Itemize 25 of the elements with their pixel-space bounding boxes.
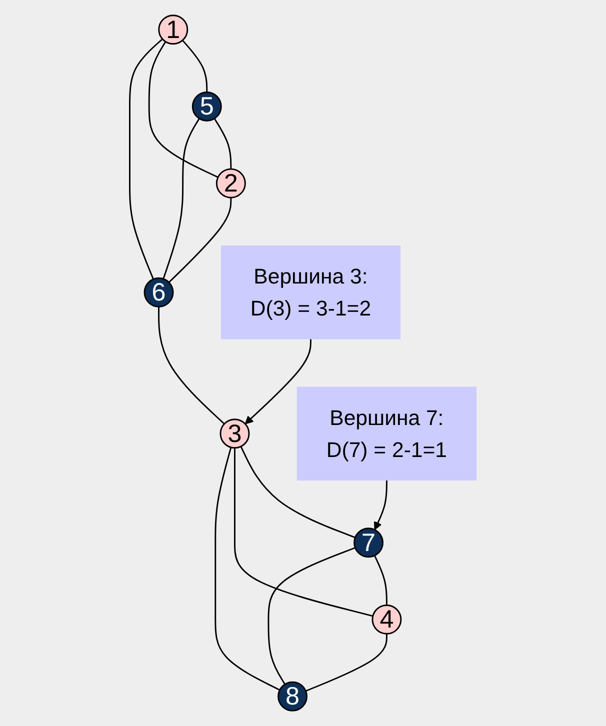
node-box: Вершина 7: D(7) = 2-1=1 [296, 386, 477, 481]
connector [214, 118, 232, 170]
connector [214, 447, 280, 691]
arrow [374, 480, 388, 530]
node-circle: 4 [372, 604, 402, 634]
connector [129, 38, 164, 280]
arrow [244, 338, 312, 424]
node-circle: 3 [220, 418, 250, 449]
node-circle: 6 [144, 277, 174, 308]
node-circle: 1 [158, 14, 188, 45]
node-circle: 7 [354, 528, 384, 558]
connector [306, 634, 388, 692]
node-circle: 2 [216, 168, 246, 198]
connector [162, 118, 200, 280]
node-box: Вершина 3: D(3) = 3-1=2 [221, 245, 401, 340]
connector [374, 555, 388, 606]
node-circle: 5 [192, 92, 222, 122]
connector [240, 446, 356, 538]
connector [234, 448, 374, 617]
connector [268, 547, 356, 685]
connector [148, 41, 218, 178]
connector [168, 198, 232, 283]
connector [158, 306, 225, 424]
connector [182, 40, 208, 92]
node-circle: 8 [278, 681, 308, 712]
